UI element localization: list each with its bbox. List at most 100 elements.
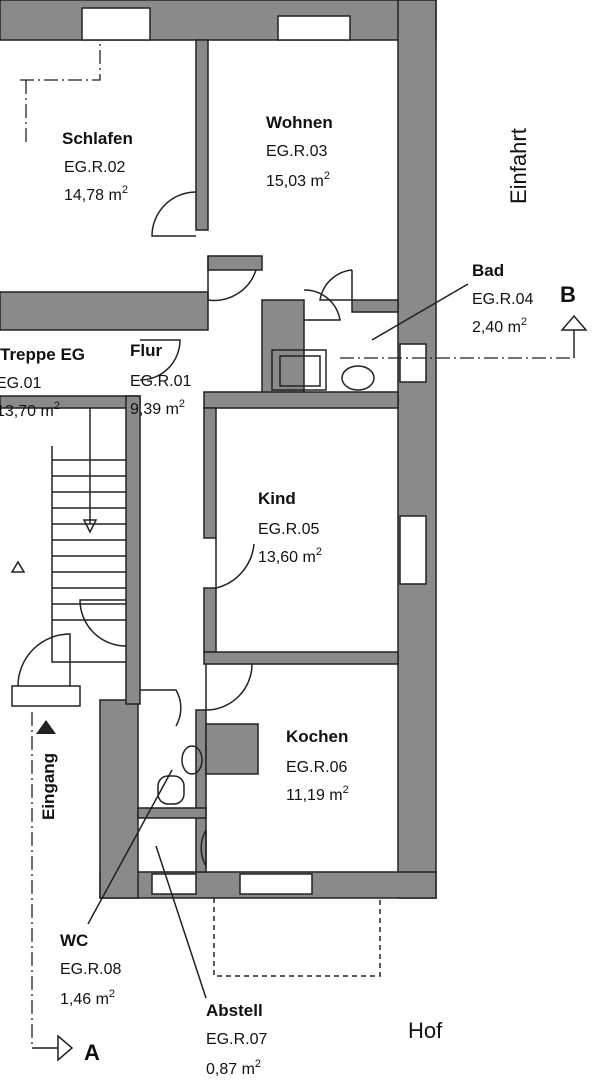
room-name: Kochen [286, 727, 348, 746]
room-area-unit-sup: 2 [54, 400, 60, 412]
room-id: EG.R.04 [472, 291, 533, 308]
door-wohnen-right [319, 269, 353, 301]
wall-flur-bad [261, 299, 305, 397]
room-area: 11,19 m [286, 787, 343, 804]
section-lines [20, 40, 588, 1062]
room-name: Schlafen [62, 129, 133, 148]
room-area: 9,39 m [130, 401, 179, 418]
svg-text:9,39 m2: 9,39 m2 [130, 398, 185, 418]
room-area-unit-sup: 2 [343, 784, 349, 796]
room-area: 1,46 m [60, 991, 109, 1008]
svg-text:0,87 m2: 0,87 m2 [206, 1058, 261, 1078]
door-wohnen-left [207, 256, 257, 302]
wall-wc-abstell [137, 807, 207, 819]
room-area: 13,70 m [0, 403, 54, 420]
room-label-bad: Bad EG.R.04 2,40 m2 [472, 261, 533, 336]
window-schlafen [81, 7, 151, 41]
windows [11, 7, 427, 895]
toilet-icon [157, 775, 185, 805]
room-area-unit-sup: 2 [109, 988, 115, 1000]
stair-up-arrow-icon [10, 560, 26, 573]
label-eingang: Eingang [39, 753, 58, 820]
room-name: Flur [130, 341, 162, 360]
room-area: 2,40 m [472, 319, 521, 336]
room-label-wc: WC EG.R.08 1,46 m2 [60, 931, 121, 1008]
door-flur [139, 339, 181, 381]
room-name: Wohnen [266, 113, 333, 132]
door-wc [140, 689, 182, 727]
wall-schlafen-wohnen [195, 39, 209, 231]
wall-kind-kochen [203, 651, 399, 665]
wc-washbasin-icon [181, 745, 203, 775]
wall-left-lower [99, 699, 139, 899]
room-name: Abstell [206, 1001, 263, 1020]
leader-bad [371, 283, 469, 341]
room-name: Bad [472, 261, 504, 280]
shower-inner [279, 355, 321, 387]
svg-text:11,19 m2: 11,19 m2 [286, 784, 349, 804]
door-bad [303, 289, 341, 321]
room-area-unit-sup: 2 [179, 398, 185, 410]
room-area: 15,03 m [266, 173, 324, 190]
room-label-flur: Flur EG.R.01 9,39 m2 [130, 341, 191, 418]
room-name: Treppe EG [0, 345, 85, 364]
wall-top [0, 0, 437, 41]
room-id: EG.R.01 [130, 373, 191, 390]
stair-arrow-icon [82, 519, 98, 534]
room-label-abstell: Abstell EG.R.07 0,87 m2 [206, 1001, 267, 1078]
room-area-unit-sup: 2 [122, 184, 128, 196]
leader-lines [87, 283, 469, 999]
fixtures [157, 349, 375, 805]
svg-text:14,78 m2: 14,78 m2 [64, 184, 128, 204]
door-eingang [17, 633, 71, 687]
room-label-kochen: Kochen EG.R.06 11,19 m2 [286, 727, 349, 804]
room-id: EG.R.03 [266, 143, 327, 160]
svg-text:1,46 m2: 1,46 m2 [60, 988, 115, 1008]
washbasin-icon [341, 365, 375, 391]
stair-outline [51, 446, 126, 663]
leader-wc [87, 769, 173, 925]
section-line-top [20, 40, 101, 81]
section-b-arrow-icon [560, 314, 588, 331]
wall-wohnen-bottom-left [207, 255, 263, 271]
svg-text:13,70 m2: 13,70 m2 [0, 400, 60, 420]
section-b-label: B [560, 282, 576, 307]
room-id: EG.R.05 [258, 521, 319, 538]
room-name: Kind [258, 489, 296, 508]
room-area-unit-sup: 2 [316, 546, 322, 558]
svg-text:15,03 m2: 15,03 m2 [266, 170, 330, 190]
wall-schlafen-bottom [0, 291, 209, 331]
room-label-kind: Kind EG.R.05 13,60 m2 [258, 489, 322, 566]
wall-treppe-right [125, 395, 141, 705]
room-name: WC [60, 931, 88, 950]
door-kochen [205, 663, 253, 711]
window-kind [399, 515, 427, 585]
section-a-label: A [84, 1040, 100, 1065]
wall-wc-kochen [195, 709, 207, 873]
room-id: EG.01 [0, 375, 41, 392]
stair [10, 408, 126, 663]
hof-terrace-outline [213, 898, 381, 977]
door-kind [215, 538, 255, 589]
window-kochen [239, 873, 313, 895]
section-a-arrow-icon [57, 1034, 74, 1062]
room-area: 13,60 m [258, 549, 316, 566]
room-label-schlafen: Schlafen EG.R.02 14,78 m2 [62, 129, 133, 204]
room-area-unit-sup: 2 [324, 170, 330, 182]
wall-wohnen-bottom-right [351, 299, 399, 313]
wall-kind-top [203, 391, 399, 409]
room-id: EG.R.07 [206, 1031, 267, 1048]
room-id: EG.R.06 [286, 759, 347, 776]
svg-text:13,60 m2: 13,60 m2 [258, 546, 322, 566]
wall-kind-left [203, 407, 217, 539]
door-schlafen [151, 191, 197, 237]
wall-right [397, 0, 437, 899]
room-id: EG.R.02 [64, 159, 125, 176]
room-area: 0,87 m [206, 1061, 255, 1078]
wall-kochen-chimney [205, 723, 259, 775]
window-wohnen [277, 15, 351, 41]
room-area-unit-sup: 2 [255, 1058, 261, 1070]
room-area-unit-sup: 2 [521, 316, 527, 328]
window-eingang [11, 685, 81, 707]
